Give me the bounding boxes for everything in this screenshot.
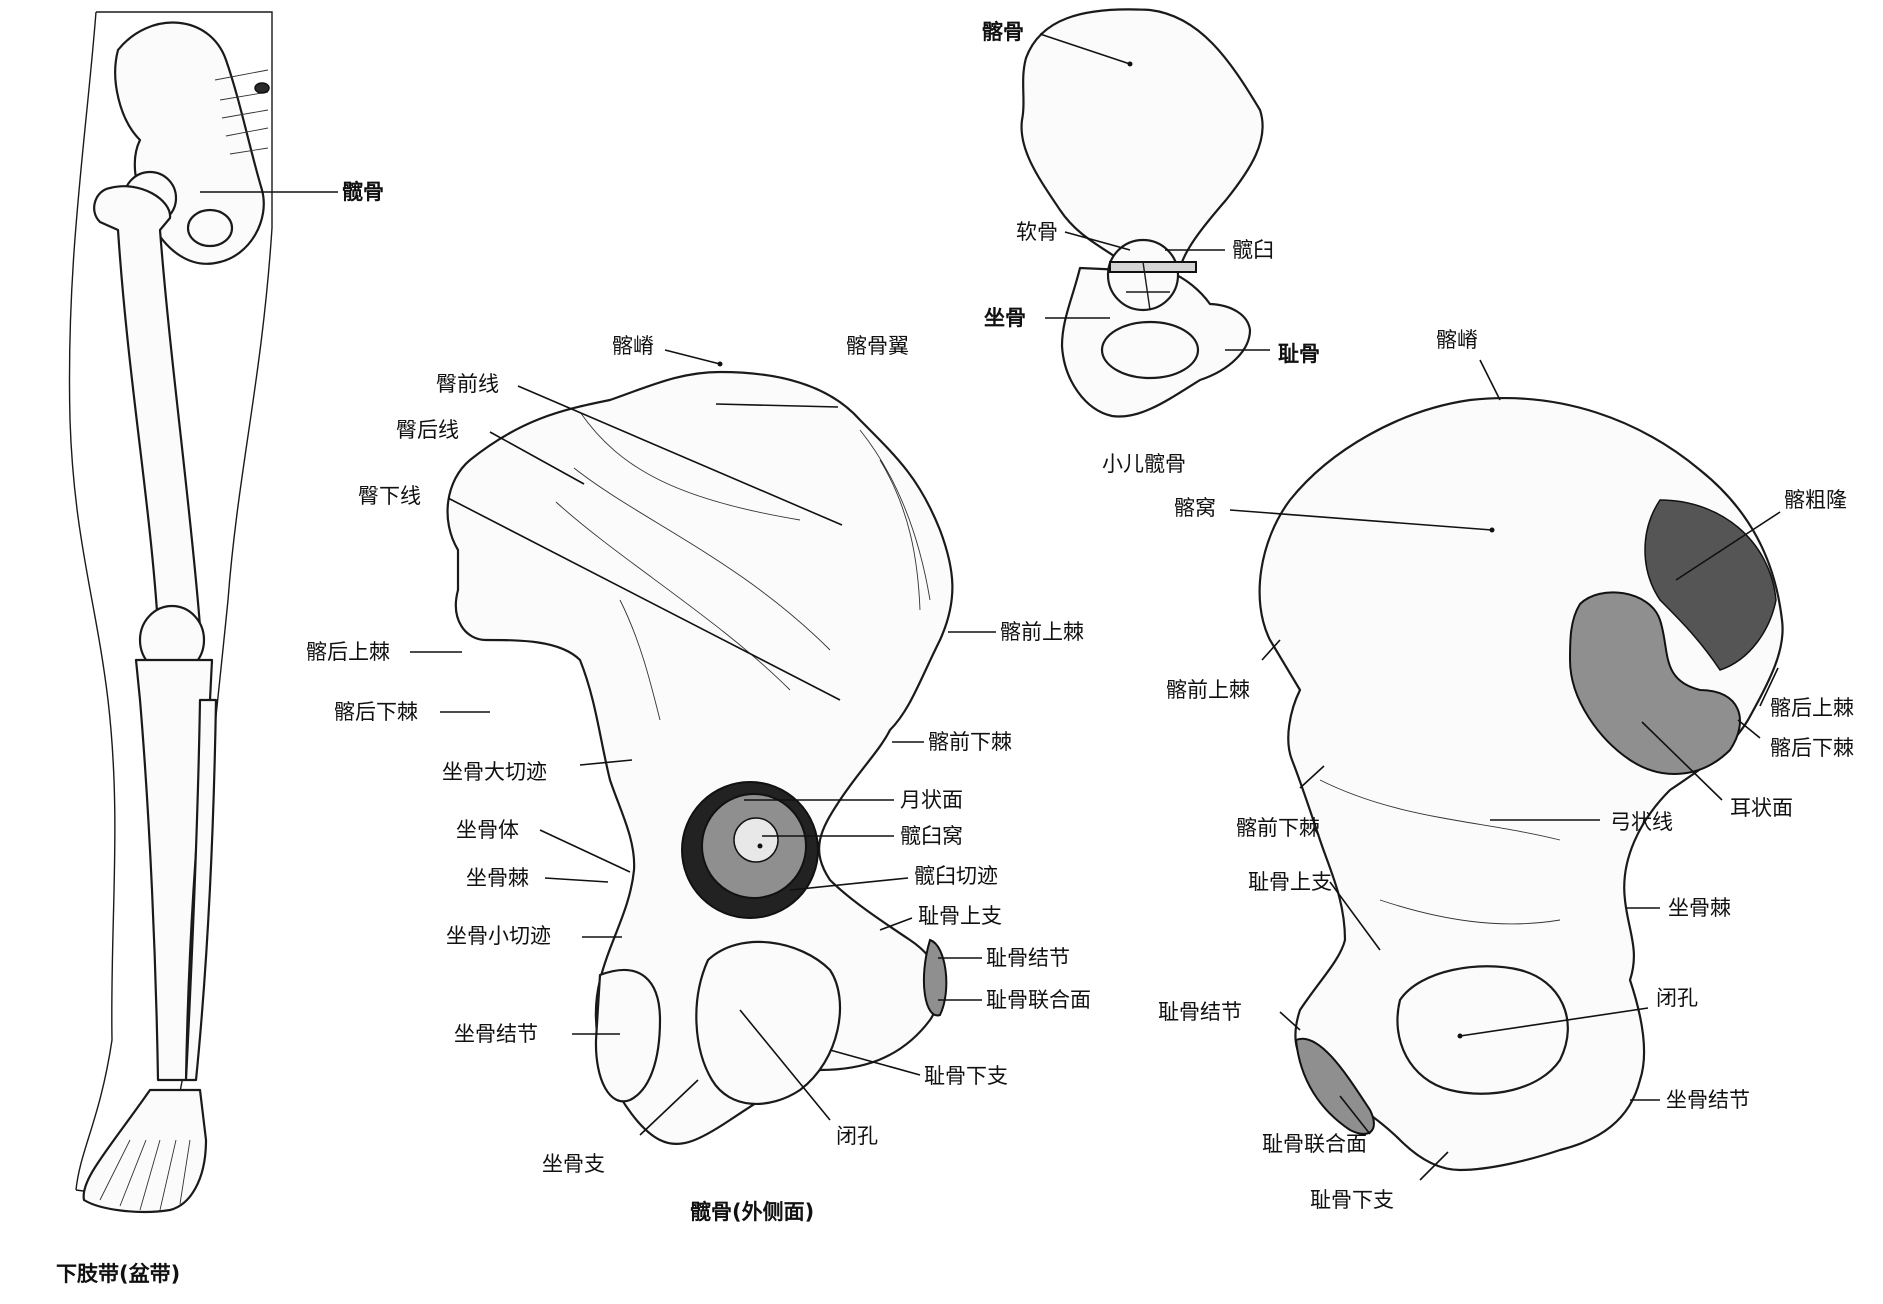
- label-lat-iliac-crest: 髂嵴: [612, 334, 654, 358]
- label-lat-posterior-gluteal-line: 臀后线: [396, 418, 459, 442]
- label-med-auricular-surface: 耳状面: [1730, 796, 1793, 820]
- label-med-iliac-fossa: 髂窝: [1174, 496, 1216, 520]
- label-limb-hip-bone: 髋骨: [342, 180, 384, 204]
- label-lat-superior-pubic-ramus: 耻骨上支: [918, 904, 1002, 928]
- label-med-piis: 髂后下棘: [1770, 736, 1854, 760]
- child-ilium: [1020, 8, 1264, 270]
- label-med-ischial-spine: 坐骨棘: [1668, 896, 1731, 920]
- label-lat-obturator-foramen: 闭孔: [836, 1124, 878, 1148]
- label-lat-lesser-sciatic-notch: 坐骨小切迹: [446, 924, 551, 948]
- child-obturator: [1100, 320, 1200, 380]
- label-lat-greater-sciatic-notch: 坐骨大切迹: [442, 760, 547, 784]
- label-med-superior-pubic-ramus: 耻骨上支: [1248, 870, 1332, 894]
- label-med-iliac-crest: 髂嵴: [1436, 328, 1478, 352]
- child-hip-illustration: [1020, 8, 1264, 418]
- caption-child-hip: 小儿髋骨: [1102, 452, 1186, 476]
- label-lat-iliac-wing: 髂骨翼: [846, 334, 909, 358]
- label-lat-piis: 髂后下棘: [334, 700, 418, 724]
- leader-lines: [200, 33, 1781, 1181]
- hip-medial-illustration: [1258, 396, 1784, 1172]
- label-med-aiis: 髂前下棘: [1236, 816, 1320, 840]
- label-child-pubis: 耻骨: [1278, 342, 1320, 366]
- lateral-ilium: [446, 370, 954, 1145]
- leader-dots: [717, 61, 1495, 1039]
- label-lat-ischial-spine: 坐骨棘: [466, 866, 529, 890]
- label-child-ischium: 坐骨: [984, 306, 1026, 330]
- label-lat-pubic-symphysis-surface: 耻骨联合面: [986, 988, 1091, 1012]
- lower-limb-illustration: [68, 11, 273, 1214]
- label-med-pubic-tubercle: 耻骨结节: [1158, 1000, 1242, 1024]
- label-med-pubic-symphysis-surface: 耻骨联合面: [1262, 1132, 1367, 1156]
- caption-lower-limb: 下肢带(盆带): [56, 1262, 181, 1286]
- label-lat-ischial-ramus: 坐骨支: [542, 1152, 605, 1176]
- label-med-ischial-tuberosity: 坐骨结节: [1666, 1088, 1750, 1112]
- caption-hip-lateral: 髋骨(外侧面): [690, 1200, 815, 1224]
- label-lat-psis: 髂后上棘: [306, 640, 390, 664]
- label-lat-lunate-surface: 月状面: [900, 788, 963, 812]
- label-lat-asis: 髂前上棘: [1000, 620, 1084, 644]
- label-med-obturator-foramen: 闭孔: [1656, 986, 1698, 1010]
- label-med-psis: 髂后上棘: [1770, 696, 1854, 720]
- label-child-ilium: 髂骨: [982, 20, 1024, 44]
- medial-ilium: [1258, 396, 1784, 1172]
- label-lat-aiis: 髂前下棘: [928, 730, 1012, 754]
- label-lat-acetabular-fossa: 髋臼窝: [900, 824, 963, 848]
- label-lat-acetabular-notch: 髋臼切迹: [914, 864, 998, 888]
- label-lat-inferior-gluteal-line: 臀下线: [358, 484, 421, 508]
- label-lat-inferior-pubic-ramus: 耻骨下支: [924, 1064, 1008, 1088]
- label-child-acetabulum: 髋臼: [1232, 238, 1274, 262]
- label-lat-pubic-tubercle: 耻骨结节: [986, 946, 1070, 970]
- label-child-cartilage: 软骨: [1016, 220, 1058, 244]
- label-lat-anterior-gluteal-line: 臀前线: [436, 372, 499, 396]
- label-lat-ischial-tuberosity: 坐骨结节: [454, 1022, 538, 1046]
- label-med-iliac-tuberosity: 髂粗隆: [1784, 488, 1847, 512]
- limb-fibula: [184, 698, 218, 1082]
- label-med-asis: 髂前上棘: [1166, 678, 1250, 702]
- label-lat-ischial-body: 坐骨体: [456, 818, 519, 842]
- label-med-inferior-pubic-ramus: 耻骨下支: [1310, 1188, 1394, 1212]
- lateral-obturator: [695, 940, 842, 1106]
- limb-foot: [82, 1088, 208, 1214]
- medial-obturator: [1396, 965, 1569, 1095]
- hip-lateral-illustration: [446, 370, 954, 1145]
- label-med-arcuate-line: 弓状线: [1610, 810, 1673, 834]
- limb-obturator: [186, 208, 234, 248]
